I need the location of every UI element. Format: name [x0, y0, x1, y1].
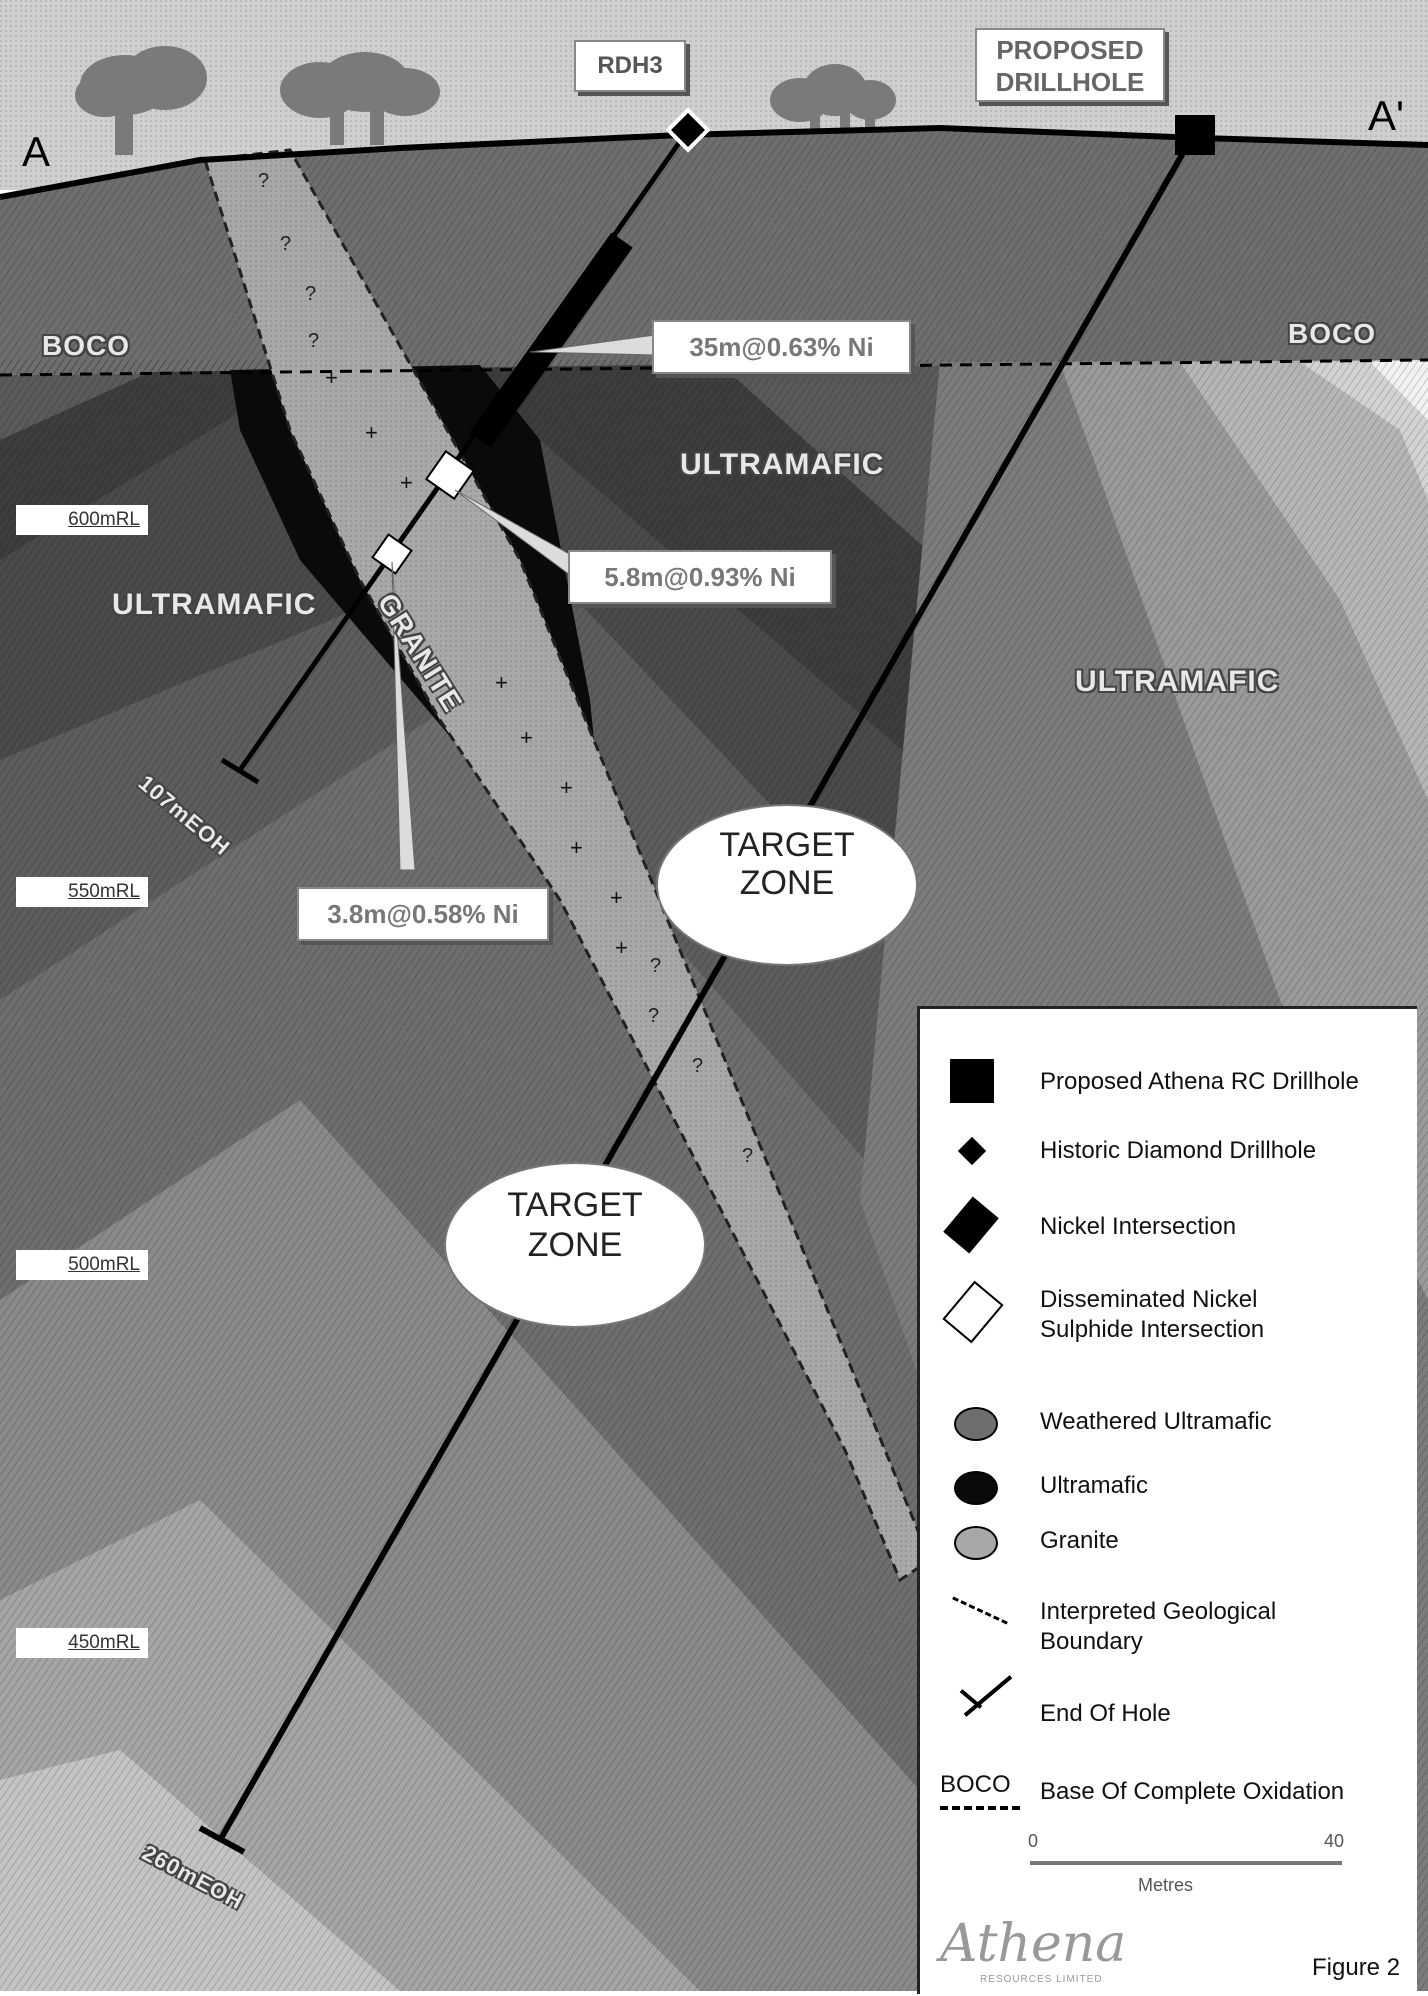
target-upper-line1: TARGET — [719, 826, 855, 864]
callout-5-8m: 5.8m@0.93% Ni — [568, 550, 832, 604]
figure-label: Figure 2 — [1312, 1954, 1401, 1981]
boco-label-left: BOCO — [42, 330, 130, 361]
athena-logo: Athena — [940, 1914, 1127, 1974]
legend-ultramafic: Ultramafic — [1040, 1472, 1149, 1499]
svg-text:+: + — [615, 935, 628, 960]
ultramafic-label-2: ULTRAMAFIC — [112, 588, 317, 621]
trees — [75, 46, 896, 155]
historic-drillhole-icon — [957, 1136, 987, 1166]
proposed-drillhole-label: PROPOSED DRILLHOLE — [975, 28, 1165, 102]
legend-eoh: End Of Hole — [1040, 1700, 1171, 1727]
proposed-label-line1: PROPOSED — [996, 35, 1144, 65]
nickel-intersection-bar — [469, 232, 633, 448]
ultramafic-icon — [954, 1471, 998, 1505]
scale-bar — [1030, 1861, 1342, 1865]
dashed-boundary-icon — [952, 1596, 1008, 1625]
rdh3-label: RDH3 — [574, 40, 686, 92]
legend: Proposed Athena RC Drillhole Historic Di… — [917, 1006, 1417, 1994]
historic-collar-diamond — [665, 107, 711, 153]
ultramafic-label-3: ULTRAMAFIC — [1075, 665, 1280, 698]
callout-35m: 35m@0.63% Ni — [652, 320, 911, 374]
proposed-collar-square — [1175, 115, 1215, 155]
granite-query-1: ? — [258, 170, 270, 192]
svg-text:+: + — [400, 470, 413, 495]
granite-query-2: ? — [280, 233, 292, 255]
scale-end: 40 — [1324, 1831, 1345, 1851]
svg-text:+: + — [520, 725, 533, 750]
level-550-label: 550mRL — [16, 877, 148, 907]
legend-boundary-line2: Boundary — [1040, 1628, 1143, 1655]
callout-3-8m: 3.8m@0.58% Ni — [297, 887, 549, 941]
level-500-label: 500mRL — [16, 1250, 148, 1280]
svg-text:+: + — [570, 835, 583, 860]
boco-label-right: BOCO — [1288, 318, 1376, 349]
svg-text:+: + — [325, 365, 338, 390]
target-upper-line2: ZONE — [739, 864, 835, 902]
proposed-drillhole-icon — [950, 1059, 994, 1103]
target-zone-lower — [444, 1162, 706, 1328]
target-zone-upper-text: TARGET ZONE — [657, 826, 917, 902]
level-600-label: 600mRL — [16, 505, 148, 535]
disseminated-intersection-icon — [942, 1280, 1004, 1344]
granite-query-3: ? — [305, 283, 317, 305]
target-lower-line2: ZONE — [527, 1226, 623, 1264]
legend-historic: Historic Diamond Drillhole — [1040, 1137, 1317, 1164]
target-zone-lower-text: TARGET ZONE — [445, 1185, 705, 1265]
legend-nickel: Nickel Intersection — [1040, 1213, 1237, 1240]
weathered-ultramafic-icon — [954, 1407, 998, 1441]
granite-query-8: ? — [742, 1145, 754, 1167]
granite-crosses: + + + + + + + + + — [325, 365, 628, 960]
scale-unit: Metres — [1138, 1875, 1194, 1895]
target-lower-line1: TARGET — [507, 1186, 643, 1224]
legend-granite: Granite — [1040, 1527, 1119, 1554]
proposed-drillhole — [217, 130, 1198, 1842]
granite-query-7: ? — [692, 1055, 704, 1077]
nickel-intersection-icon — [943, 1196, 999, 1254]
svg-text:+: + — [495, 670, 508, 695]
athena-logo-subtitle: RESOURCES LIMITED — [980, 1974, 1103, 1985]
svg-text:+: + — [560, 775, 573, 800]
legend-boco: Base Of Complete Oxidation — [1040, 1778, 1345, 1805]
granite-query-4: ? — [308, 330, 320, 352]
legend-disseminated-line2: Sulphide Intersection — [1040, 1316, 1265, 1343]
section-start-label: A — [22, 128, 51, 175]
boco-symbol: BOCO — [940, 1771, 1011, 1798]
legend-disseminated: Disseminated Nickel Sulphide Intersectio… — [1040, 1285, 1264, 1345]
legend-boundary: Interpreted Geological Boundary — [1040, 1597, 1276, 1657]
legend-weathered: Weathered Ultramafic — [1040, 1408, 1272, 1435]
granite-query-5: ? — [650, 955, 662, 977]
scale-start: 0 — [1028, 1831, 1039, 1851]
svg-text:+: + — [365, 420, 378, 445]
svg-text:+: + — [610, 885, 623, 910]
disseminated-marker-1 — [424, 449, 476, 501]
boco-symbol-line — [940, 1806, 1020, 1810]
legend-boundary-line1: Interpreted Geological — [1040, 1598, 1277, 1625]
boco-line — [0, 358, 1428, 377]
granite-query-6: ? — [648, 1005, 660, 1027]
legend-disseminated-line1: Disseminated Nickel — [1040, 1286, 1258, 1313]
ultramafic-label-1: ULTRAMAFIC — [680, 448, 885, 481]
granite-icon — [954, 1526, 998, 1560]
disseminated-marker-2 — [371, 533, 413, 575]
legend-proposed: Proposed Athena RC Drillhole — [1040, 1068, 1359, 1095]
proposed-label-line2: DRILLHOLE — [995, 67, 1145, 97]
target-zone-upper — [656, 804, 918, 966]
section-end-label: A' — [1368, 92, 1405, 139]
level-450-label: 450mRL — [16, 1628, 148, 1658]
